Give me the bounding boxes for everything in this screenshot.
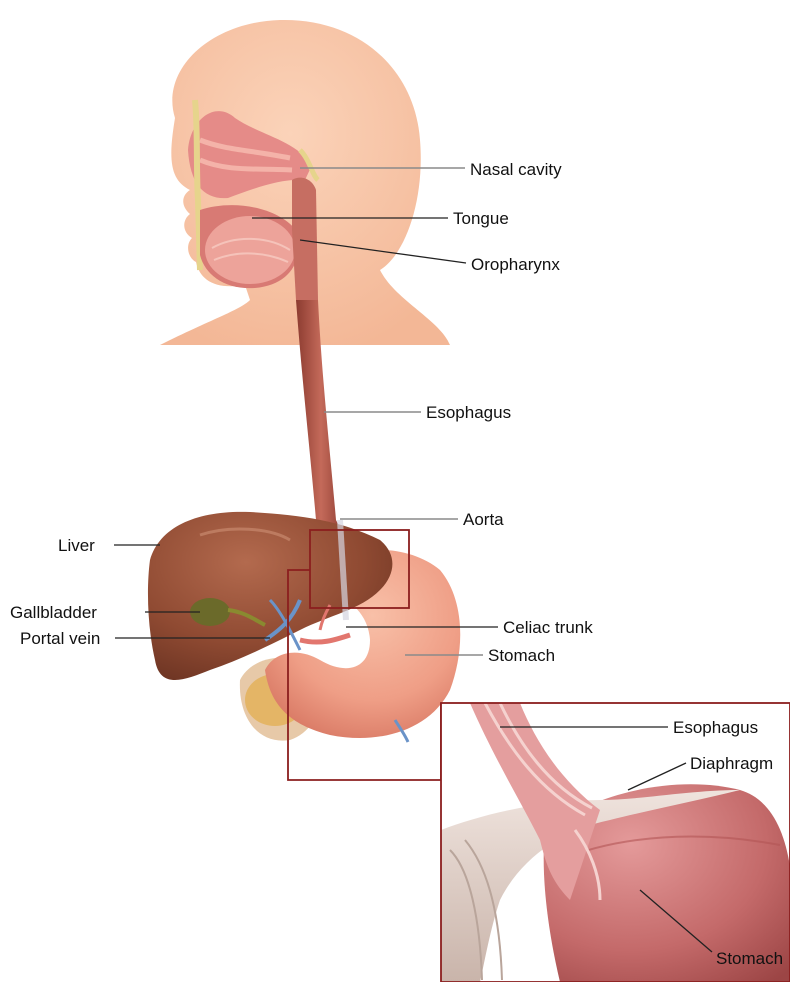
inset-label-esophagus: Esophagus [673,718,758,737]
inset-label-stomach: Stomach [716,949,783,968]
label-liver: Liver [58,536,95,555]
inset-detail [441,703,790,982]
head-illustration [160,20,450,345]
tongue-shape [205,216,295,284]
label-gallbladder: Gallbladder [10,603,97,622]
label-aorta: Aorta [463,510,504,529]
label-nasal-cavity: Nasal cavity [470,160,562,179]
label-tongue: Tongue [453,209,509,228]
inset-label-diaphragm: Diaphragm [690,754,773,773]
liver-shape [148,512,392,680]
label-celiac-trunk: Celiac trunk [503,618,593,637]
label-oropharynx: Oropharynx [471,255,560,274]
label-portal-vein: Portal vein [20,629,100,648]
label-esophagus: Esophagus [426,403,511,422]
label-stomach: Stomach [488,646,555,665]
